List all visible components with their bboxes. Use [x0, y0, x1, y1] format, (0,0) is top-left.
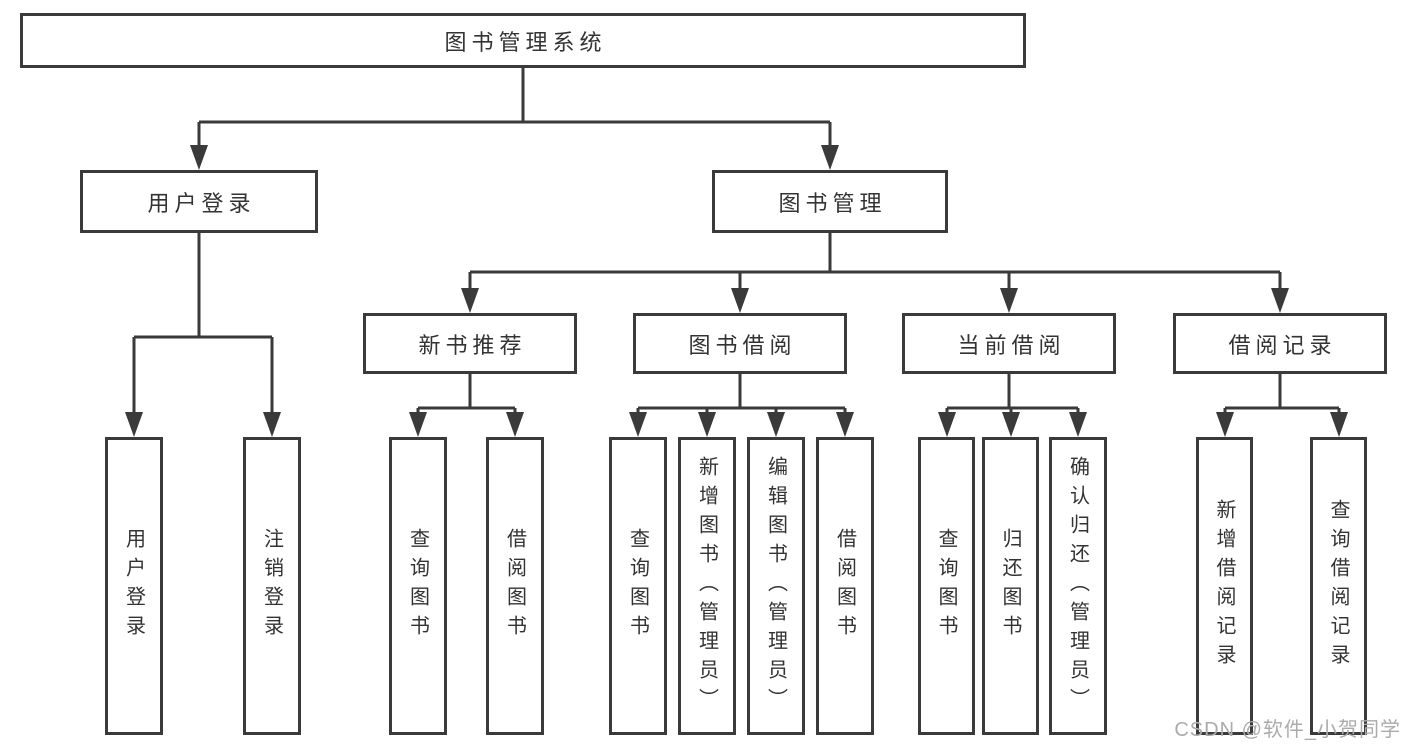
arrowhead — [821, 145, 839, 170]
node-current-borrowing-label: 当前借阅 — [957, 332, 1066, 358]
node-book-management: 图书管理 — [712, 170, 948, 233]
leaf-user-login: 用户登录 — [105, 437, 163, 735]
arrowhead — [1069, 412, 1087, 437]
leaf-borrowing-add-book-admin-label: 新增图书（管理员） — [695, 455, 718, 717]
leaf-records-query-record: 查询借阅记录 — [1310, 437, 1367, 735]
node-current-borrowing: 当前借阅 — [902, 313, 1116, 374]
leaf-recommend-query-book: 查询图书 — [389, 437, 447, 735]
leaf-logout: 注销登录 — [243, 437, 301, 735]
arrowhead — [1000, 288, 1018, 313]
arrowhead — [1271, 288, 1289, 313]
arrowhead — [629, 412, 647, 437]
leaf-borrowing-query-book: 查询图书 — [609, 437, 667, 735]
node-system: 图书管理系统 — [20, 13, 1026, 68]
arrowhead — [1002, 412, 1020, 437]
node-user-login-label: 用户登录 — [147, 190, 256, 216]
node-new-book-recommendation: 新书推荐 — [363, 313, 577, 374]
leaf-recommend-borrow-book-label: 借阅图书 — [503, 528, 526, 644]
node-book-management-label: 图书管理 — [778, 190, 887, 216]
connector-user-login — [132, 233, 274, 414]
leaf-current-confirm-return-admin: 确认归还（管理员） — [1049, 437, 1107, 735]
arrowhead — [125, 412, 143, 437]
node-new-book-recommendation-label: 新书推荐 — [418, 332, 527, 358]
leaf-current-return-book-label: 归还图书 — [999, 528, 1021, 644]
connector-book-management — [468, 233, 1282, 290]
connector-new-book-recommendation — [416, 374, 517, 414]
leaf-current-confirm-return-admin-label: 确认归还（管理员） — [1066, 455, 1089, 717]
arrowhead — [731, 288, 749, 313]
arrowhead — [938, 412, 956, 437]
arrowhead — [461, 288, 479, 313]
node-borrowing-records: 借阅记录 — [1173, 313, 1387, 374]
node-borrowing-records-label: 借阅记录 — [1228, 332, 1337, 358]
arrowhead — [506, 412, 524, 437]
leaf-records-add-record-label: 新增借阅记录 — [1213, 499, 1235, 673]
connector-root — [197, 68, 832, 147]
leaf-logout-label: 注销登录 — [260, 528, 283, 644]
connector-borrowing-records — [1223, 374, 1341, 414]
leaf-borrowing-query-book-label: 查询图书 — [626, 528, 649, 644]
leaf-recommend-borrow-book: 借阅图书 — [486, 437, 544, 735]
arrowhead — [1216, 412, 1234, 437]
leaf-borrowing-edit-book-admin-label: 编辑图书（管理员） — [764, 455, 787, 717]
arrowhead — [698, 412, 716, 437]
node-system-label: 图书管理系统 — [444, 29, 607, 55]
connector-book-borrowing — [636, 374, 847, 414]
arrowhead — [836, 412, 854, 437]
arrowhead — [767, 412, 785, 437]
node-user-login: 用户登录 — [80, 170, 318, 233]
arrowhead — [190, 145, 208, 170]
leaf-borrowing-borrow-book-label: 借阅图书 — [833, 528, 856, 644]
leaf-borrowing-add-book-admin: 新增图书（管理员） — [678, 437, 736, 735]
leaf-current-query-book: 查询图书 — [918, 437, 975, 735]
watermark: CSDN @软件_小贺同学 — [1174, 719, 1401, 741]
leaf-recommend-query-book-label: 查询图书 — [406, 528, 429, 644]
leaf-records-query-record-label: 查询借阅记录 — [1327, 499, 1349, 673]
node-book-borrowing: 图书借阅 — [633, 313, 847, 374]
arrowhead — [263, 412, 281, 437]
leaf-user-login-label: 用户登录 — [122, 528, 145, 644]
arrowhead — [1330, 412, 1348, 437]
connector-current-borrowing — [945, 374, 1080, 414]
leaf-current-return-book: 归还图书 — [982, 437, 1039, 735]
leaf-borrowing-borrow-book: 借阅图书 — [816, 437, 874, 735]
leaf-current-query-book-label: 查询图书 — [935, 528, 957, 644]
leaf-borrowing-edit-book-admin: 编辑图书（管理员） — [747, 437, 805, 735]
leaf-records-add-record: 新增借阅记录 — [1196, 437, 1253, 735]
arrowhead — [409, 412, 427, 437]
node-book-borrowing-label: 图书借阅 — [688, 332, 797, 358]
